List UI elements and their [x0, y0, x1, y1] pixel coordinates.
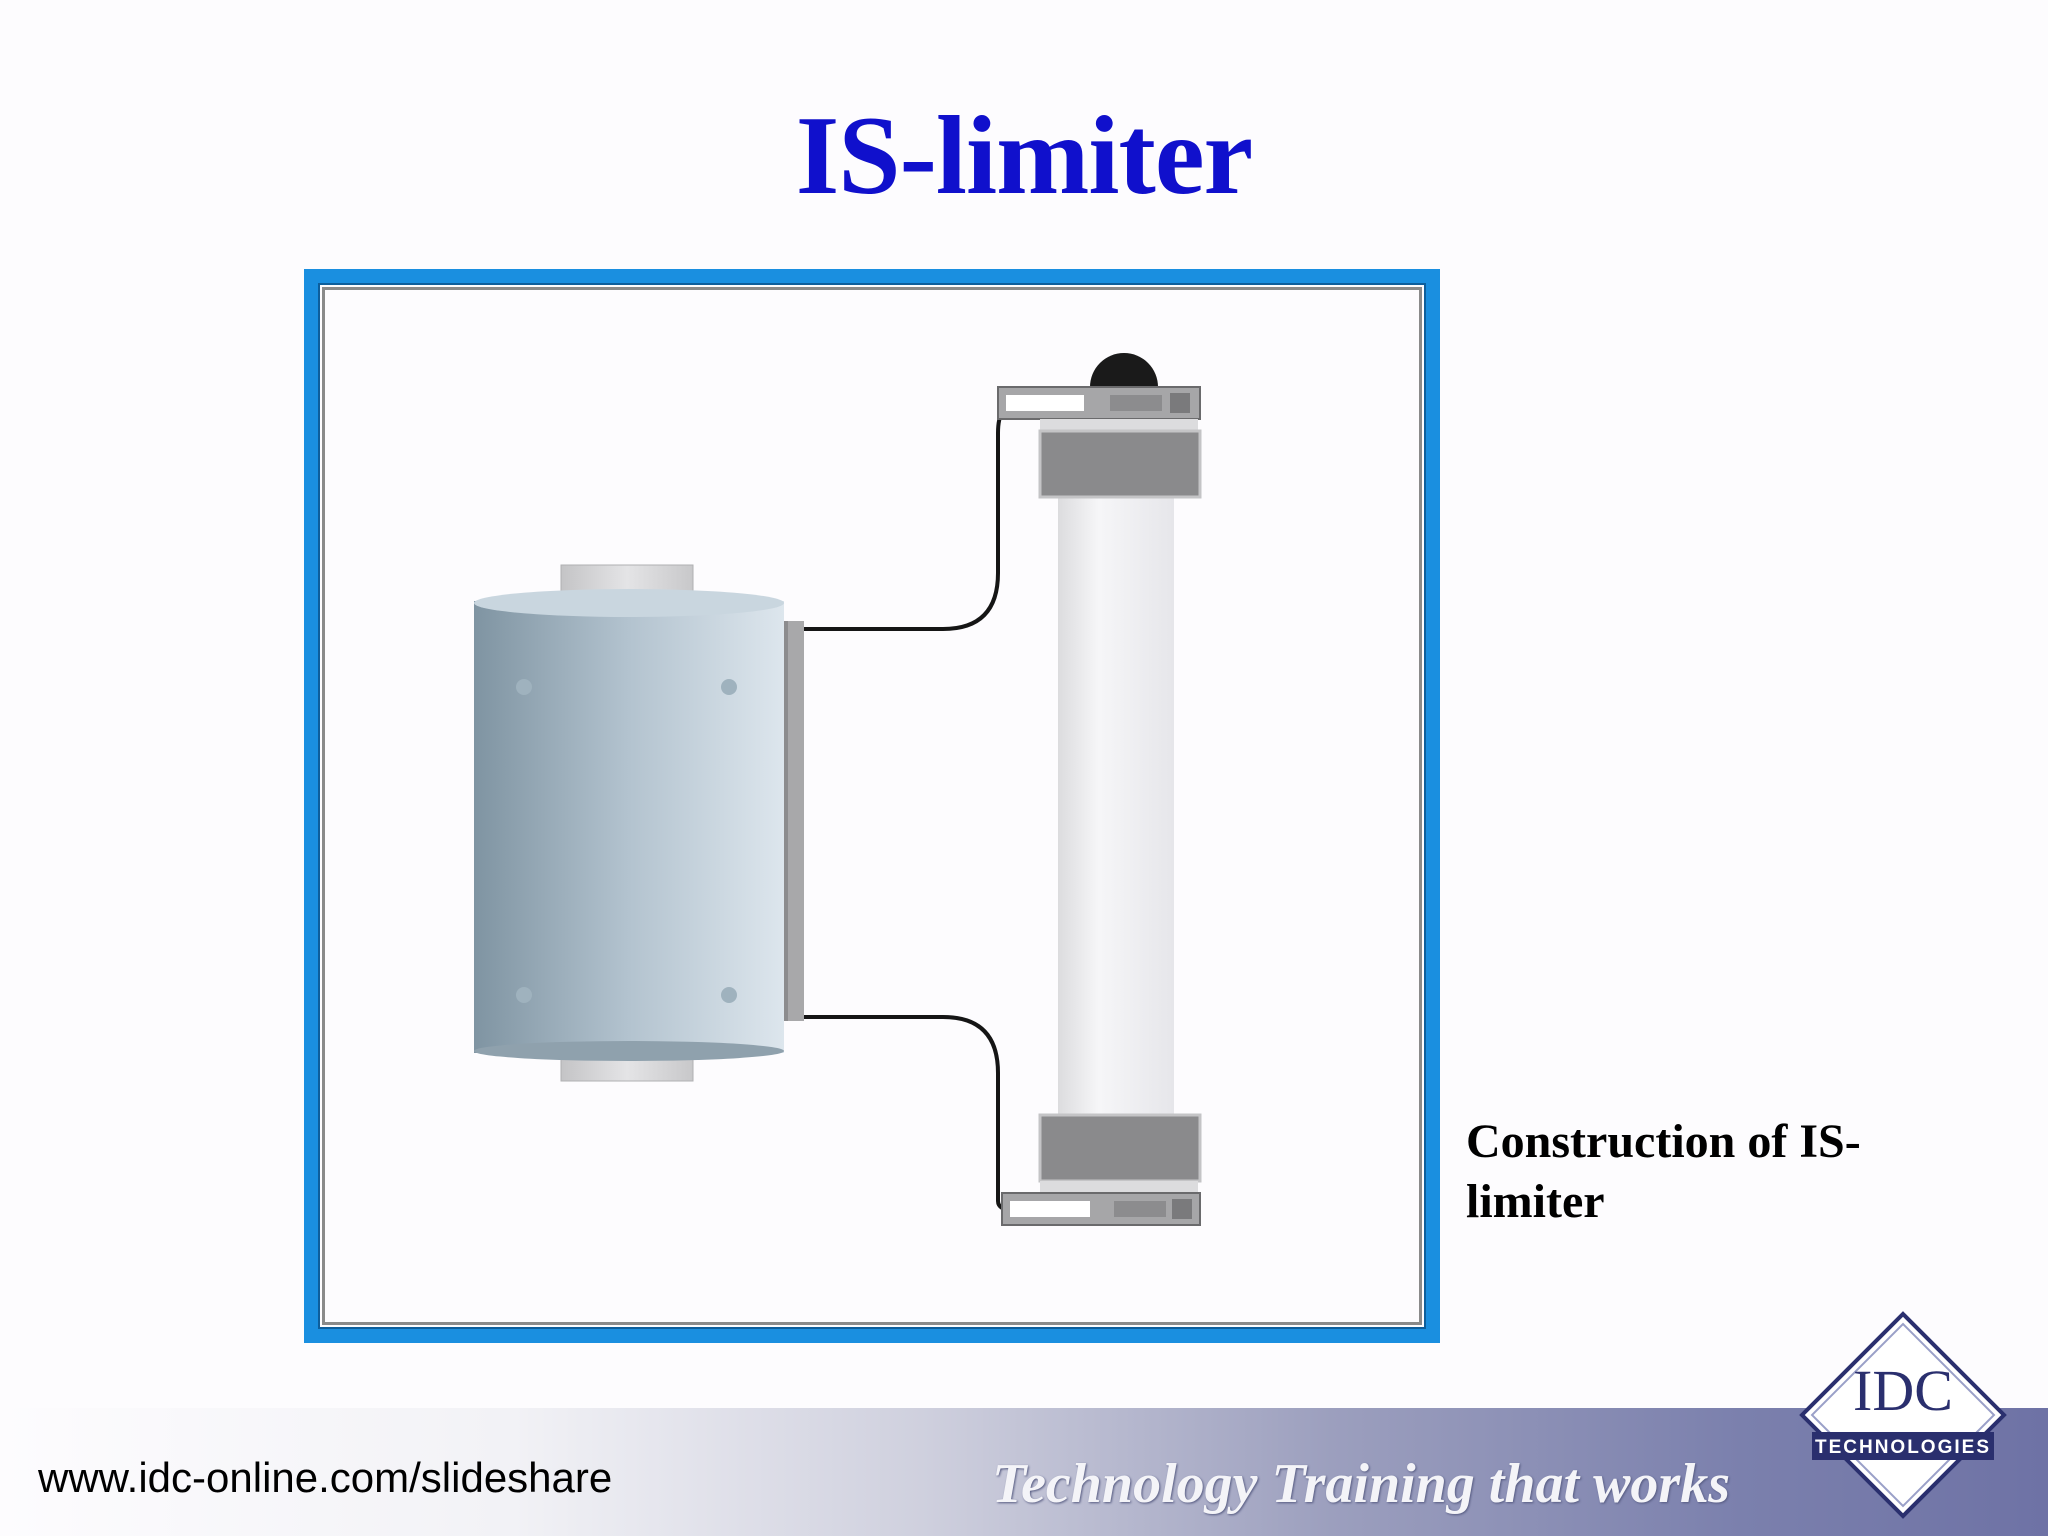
footer-tagline: Technology Training that works: [992, 1453, 1731, 1515]
fuse-bottom-clamp: [1040, 1181, 1198, 1193]
fuse-top-clamp: [1040, 419, 1198, 431]
wire-bottom: [804, 1015, 1019, 1213]
footer-bar: [0, 1408, 2048, 1536]
fuse-tube: [1058, 497, 1174, 1133]
cylinder-top-rim: [474, 589, 784, 617]
bolt: [721, 987, 737, 1003]
logo-name: IDC: [1853, 1358, 1953, 1423]
logo-subtitle: TECHNOLOGIES: [1815, 1437, 1991, 1458]
fuse-bottom-block: [1038, 1113, 1202, 1183]
wire-top: [804, 401, 1019, 631]
bolt: [516, 987, 532, 1003]
is-limiter-diagram: [474, 353, 1202, 1226]
cylinder-body: [474, 601, 784, 1053]
slide-title: IS-limiter: [795, 94, 1254, 218]
diagram-caption: Construction of IS-limiter: [1466, 1115, 1861, 1228]
fuse-top-block: [1038, 429, 1202, 499]
idc-technologies-logo: IDC TECHNOLOGIES: [1799, 1311, 2007, 1519]
bolt: [516, 679, 532, 695]
footer-url[interactable]: www.idc-online.com/slideshare: [38, 1454, 613, 1501]
bolt: [721, 679, 737, 695]
diagram-frame: [304, 269, 1440, 1343]
cylinder-bottom-rim: [474, 1041, 784, 1061]
fuse-top-dome: [1090, 353, 1158, 387]
